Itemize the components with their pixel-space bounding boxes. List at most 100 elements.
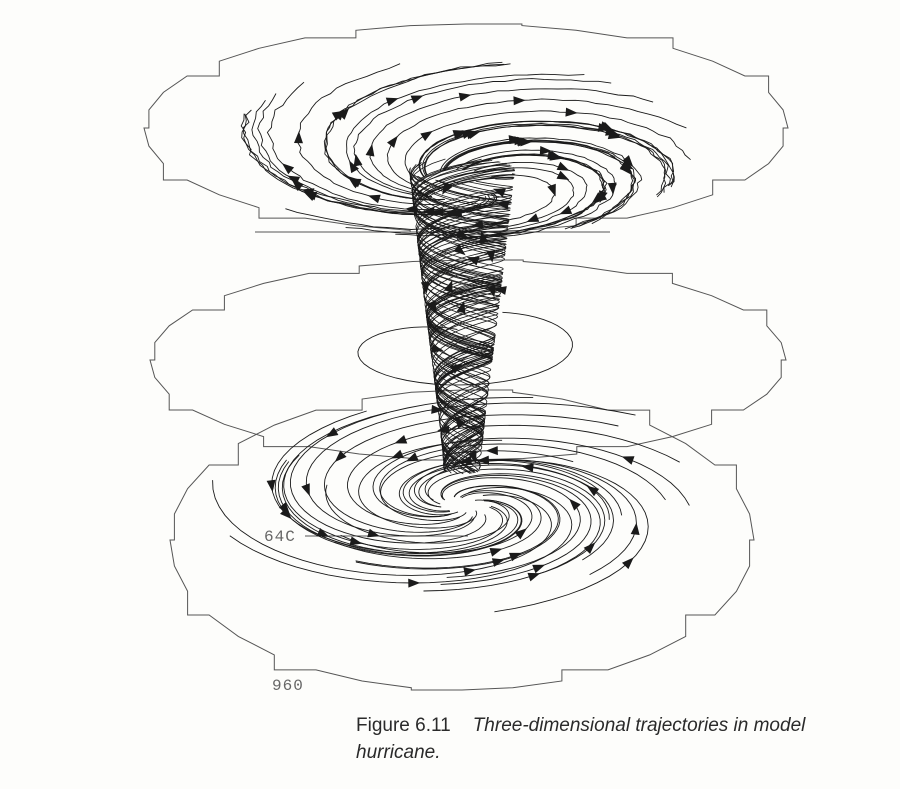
trajectory-arrowhead [442, 182, 453, 195]
trajectory-arrowhead [349, 160, 359, 174]
trajectory-spirals [212, 61, 691, 613]
trajectory-arrowhead [431, 207, 444, 217]
trajectory-arrowhead [569, 498, 581, 511]
outflow-trajectory [455, 149, 617, 237]
inflow-trajectory [323, 414, 619, 533]
trajectory-arrowhead [303, 191, 317, 201]
outflow-trajectory [458, 154, 606, 240]
trajectory-arrowhead [280, 507, 292, 520]
outflow-trajectory [266, 81, 481, 211]
trajectory-arrowhead [514, 528, 527, 540]
trajectory-arrowhead [608, 129, 622, 138]
trajectory-arrowhead [456, 229, 469, 239]
outflow-trajectory [369, 88, 654, 192]
outflow-trajectory [345, 167, 575, 235]
trajectory-arrowhead [453, 244, 466, 256]
trajectory-arrowhead [527, 572, 541, 582]
trajectory-arrowhead [431, 404, 444, 414]
trajectory-arrowhead [405, 204, 418, 214]
trajectory-arrowhead [385, 97, 399, 107]
funnel-trajectory [417, 176, 512, 468]
trajectory-arrowhead [408, 578, 421, 588]
trajectory-arrowhead [559, 205, 573, 215]
trajectory-arrowhead [316, 528, 330, 537]
outflow-trajectory [323, 61, 503, 201]
outflow-trajectory [422, 122, 671, 193]
inflow-trajectory [372, 437, 690, 518]
trajectory-arrowhead [348, 177, 361, 189]
funnel-trajectory [409, 163, 510, 474]
inflow-trajectory [229, 487, 573, 584]
trajectory-arrowhead [349, 536, 363, 546]
trajectory-arrowhead [334, 450, 347, 462]
trajectory-arrowhead [476, 455, 490, 465]
inflow-trajectory [347, 424, 680, 525]
outflow-trajectory [444, 141, 634, 230]
trajectory-arrowhead [630, 522, 640, 535]
trajectory-arrowhead [337, 107, 350, 120]
funnel-trajectory [413, 174, 513, 472]
outflow-trajectory [418, 120, 675, 187]
trajectory-arrowhead [444, 280, 453, 293]
trajectory-arrowhead [420, 130, 433, 142]
trajectory-arrowhead [549, 151, 563, 161]
trajectory-arrowhead [301, 188, 315, 197]
outflow-trajectory [423, 124, 666, 196]
outflow-trajectory [353, 78, 612, 196]
outflow-trajectory [404, 110, 691, 182]
trajectory-arrowhead [367, 194, 381, 204]
trajectory-arrowhead [594, 192, 607, 204]
trajectory-arrowhead [456, 300, 466, 314]
trajectory-arrowhead [365, 143, 375, 157]
outflow-trajectory [241, 113, 498, 216]
level-label-64c: 64C [264, 528, 296, 546]
inflow-trajectory [380, 450, 574, 521]
plane-middle [149, 259, 787, 461]
level-label-960: 960 [272, 677, 304, 695]
trajectory-arrowhead [526, 213, 540, 222]
funnel-trajectory [410, 161, 509, 472]
inflow-trajectory [424, 459, 649, 613]
trajectory-arrowhead [489, 548, 503, 557]
trajectory-arrowhead [509, 552, 522, 562]
outflow-trajectory [257, 93, 487, 213]
trajectory-arrowhead [532, 564, 546, 574]
trajectory-arrowhead [607, 182, 617, 195]
inflow-trajectory [379, 443, 666, 517]
trajectory-arrowhead [583, 542, 596, 554]
trajectory-arrowhead [463, 567, 476, 577]
trajectory-arrowhead [547, 183, 556, 197]
outflow-trajectory [386, 98, 687, 188]
trajectory-arrowhead [454, 415, 466, 429]
trajectory-arrowhead [391, 449, 404, 459]
trajectory-arrowhead [565, 107, 578, 117]
outflow-trajectory [297, 63, 463, 206]
inflow-trajectory [358, 439, 503, 529]
inflow-trajectory [418, 464, 614, 561]
outflow-trajectory [251, 100, 490, 214]
trajectory-arrowhead [405, 452, 419, 462]
inflow-trajectory [402, 459, 623, 516]
trajectory-arrowhead [427, 300, 437, 313]
inflow-trajectory [283, 412, 503, 550]
trajectory-arrowhead [513, 96, 526, 106]
trajectory-arrowhead [466, 257, 480, 266]
trajectory-arrowhead [331, 110, 345, 121]
trajectory-arrowhead [494, 286, 507, 295]
funnel-trajectory [412, 161, 508, 472]
trajectory-arrowhead [465, 130, 479, 140]
trajectory-arrowhead [508, 135, 521, 145]
trajectory-arrowhead [325, 427, 339, 438]
midlevel-loop-trajectory [357, 311, 573, 386]
inflow-trajectory [340, 492, 533, 554]
outflow-trajectory [443, 140, 637, 228]
trajectory-arrowhead [471, 219, 484, 229]
trajectory-arrowhead [294, 131, 303, 144]
funnel-trajectory [413, 165, 512, 471]
trajectory-arrowhead [458, 92, 472, 102]
trajectory-arrowhead [367, 528, 380, 538]
inflow-trajectory [408, 462, 610, 520]
inflow-trajectory [398, 459, 598, 516]
trajectory-arrowhead [437, 425, 450, 434]
trajectory-arrowhead [394, 435, 408, 444]
